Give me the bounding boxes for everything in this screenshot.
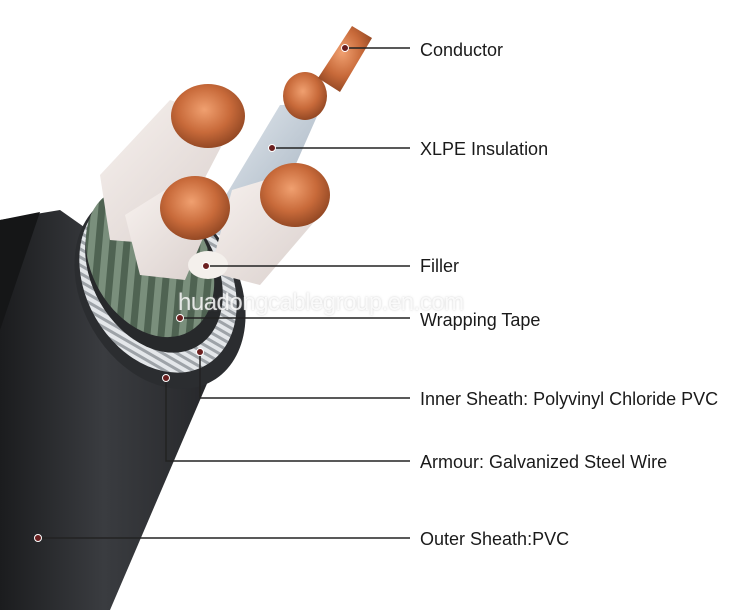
dot-xlpe: [268, 144, 276, 152]
watermark: huadongcablegroup.en.com: [178, 289, 464, 316]
label-conductor: Conductor: [420, 40, 504, 60]
label-filler: Filler: [420, 256, 459, 276]
dot-armour: [162, 374, 170, 382]
dot-conductor: [341, 44, 349, 52]
conductor-front-right: [260, 163, 330, 227]
conductor-back-left: [171, 84, 245, 148]
leader-inner-sheath: [199, 352, 410, 399]
outer-sheath-shadow: [0, 212, 40, 330]
conductor-front-left: [160, 176, 230, 240]
dot-wrapping-tape: [176, 314, 184, 322]
dot-outer-sheath: [34, 534, 42, 542]
leader-armour: [165, 378, 410, 462]
leader-dots: [34, 44, 349, 542]
dot-filler: [202, 262, 210, 270]
conductor-middle: [283, 72, 327, 120]
leader-lines: [38, 47, 410, 539]
label-wrapping-tape: Wrapping Tape: [420, 310, 541, 330]
label-inner-sheath: Inner Sheath: Polyvinyl Chloride PVC: [420, 389, 719, 409]
label-outer-sheath: Outer Sheath:PVC: [420, 529, 570, 549]
dot-inner-sheath: [196, 348, 204, 356]
label-armour: Armour: Galvanized Steel Wire: [420, 452, 668, 472]
label-xlpe-insulation: XLPE Insulation: [420, 139, 549, 159]
conductor-strand-top: [318, 26, 372, 92]
